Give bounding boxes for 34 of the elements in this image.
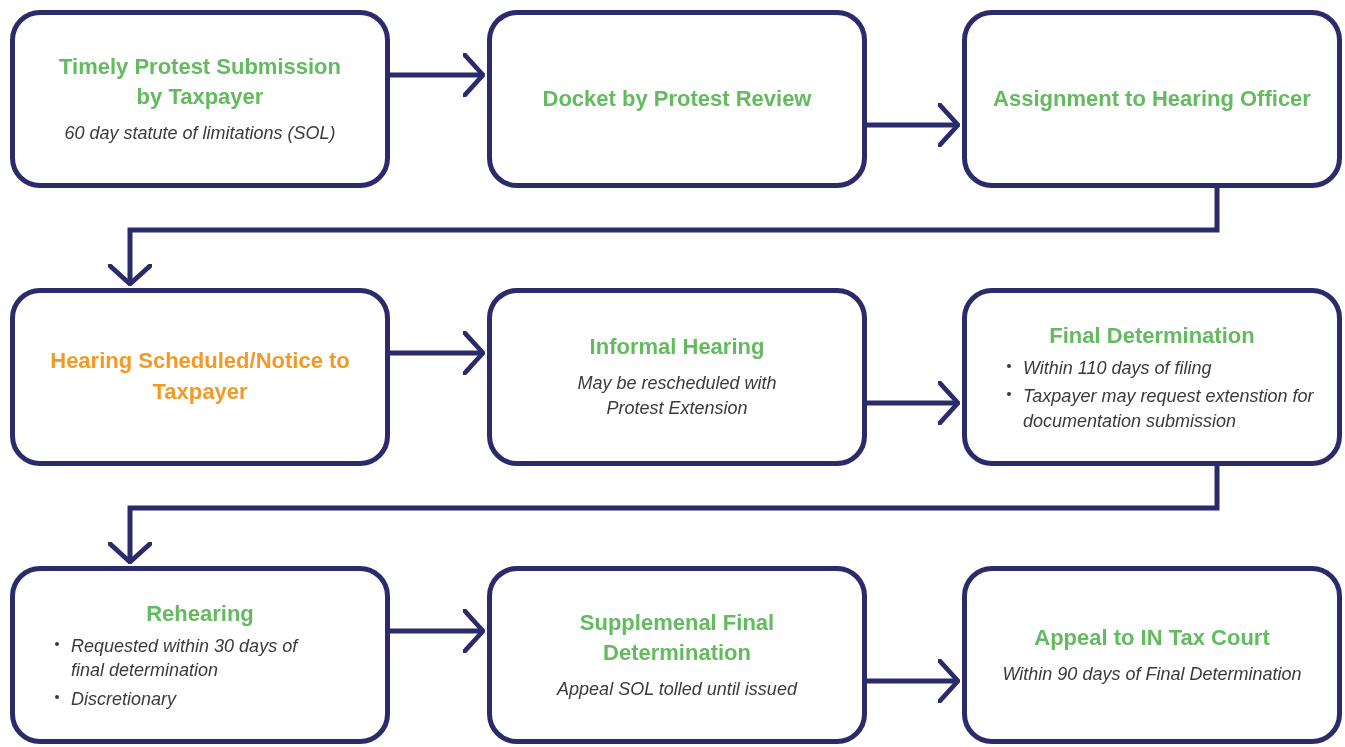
process-box <box>487 10 867 188</box>
step-title: Appeal to IN Tax Court <box>1034 624 1270 652</box>
arrow <box>390 608 486 654</box>
arrow <box>867 102 961 148</box>
step-note: Appeal SOL tolled until issued <box>557 678 797 702</box>
arrow <box>390 52 486 98</box>
step-title: Assignment to Hearing Officer <box>993 84 1311 113</box>
step-note: 60 day statute of limitations (SOL) <box>64 122 336 146</box>
process-box <box>10 288 390 466</box>
process-box <box>10 566 390 744</box>
process-box <box>487 288 867 466</box>
step-title: Supplemenal Final Determination <box>578 608 776 668</box>
process-box <box>962 10 1342 188</box>
step-note: May be rescheduled with Protest Extension <box>576 372 778 421</box>
arrow <box>867 380 961 426</box>
bullet-item: Within 110 days of filing <box>983 355 1212 381</box>
step-title: Informal Hearing <box>589 333 765 362</box>
process-box <box>962 288 1342 466</box>
bullet-item: Taxpayer may request extenstion for documentation submission <box>983 384 1321 433</box>
arrow <box>867 658 961 704</box>
process-box <box>10 10 390 188</box>
arrow <box>390 330 486 376</box>
arrow <box>107 188 1220 287</box>
step-title: Timely Protest Submission by Taxpayer <box>58 52 342 112</box>
step-note: Within 90 days of Final Determination <box>1002 662 1302 686</box>
process-box <box>962 566 1342 744</box>
step-title: Hearing Scheduled/Notice to Taxpayer <box>49 347 351 406</box>
process-box <box>487 566 867 744</box>
bullet-item: Requested within 30 days of final determination <box>31 633 321 683</box>
step-title: Docket by Protest Review <box>542 84 812 113</box>
bullet-item: Discretionary <box>31 686 177 711</box>
step-title: Final Determination <box>1049 322 1255 351</box>
arrow <box>107 466 1220 565</box>
step-title: Rehearing <box>146 600 254 629</box>
